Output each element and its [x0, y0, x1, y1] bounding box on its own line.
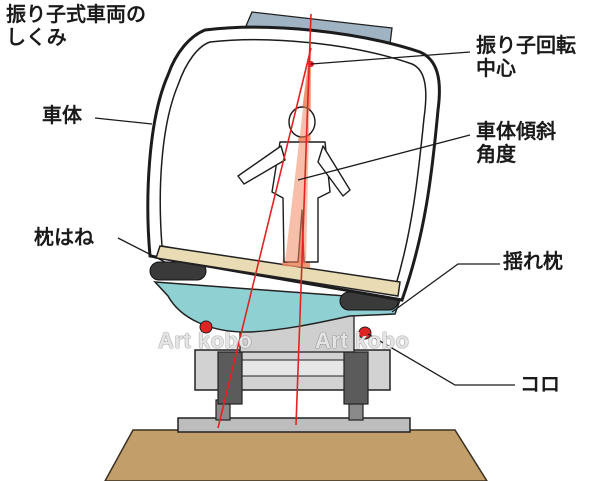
- leader-roller: [367, 333, 515, 386]
- floor: [155, 245, 401, 297]
- label-car-body: 車体: [42, 103, 82, 127]
- watermark: Art kobo: [158, 328, 253, 353]
- roller-right: [358, 326, 372, 340]
- bogie-center: [224, 359, 361, 377]
- leader-bolster-spring: [117, 237, 166, 263]
- rail-bed: [104, 429, 488, 481]
- leader-car-body: [94, 117, 153, 125]
- track-sleeper: [177, 417, 411, 433]
- watermark: Art kobo: [315, 328, 410, 353]
- wheel-right: [343, 351, 369, 405]
- leader-pendulum-center: [310, 51, 471, 65]
- label-swing-bolster: 揺れ枕: [503, 249, 563, 273]
- leader-swing-bolster: [391, 263, 500, 313]
- roller-left: [199, 320, 213, 334]
- label-roller: コロ: [520, 372, 560, 396]
- label-bolster-spring: 枕はね: [34, 225, 94, 249]
- diagram-title: 振り子式車両の しくみ: [6, 2, 146, 49]
- tilted-axis-line: [217, 47, 312, 429]
- label-pendulum-center: 振り子回転 中心: [476, 33, 576, 80]
- vertical-axis-line: [295, 13, 312, 426]
- leader-tilt-angle: [297, 134, 471, 181]
- swing-bolster: [153, 281, 402, 333]
- label-tilt-angle: 車体傾斜 角度: [476, 119, 556, 166]
